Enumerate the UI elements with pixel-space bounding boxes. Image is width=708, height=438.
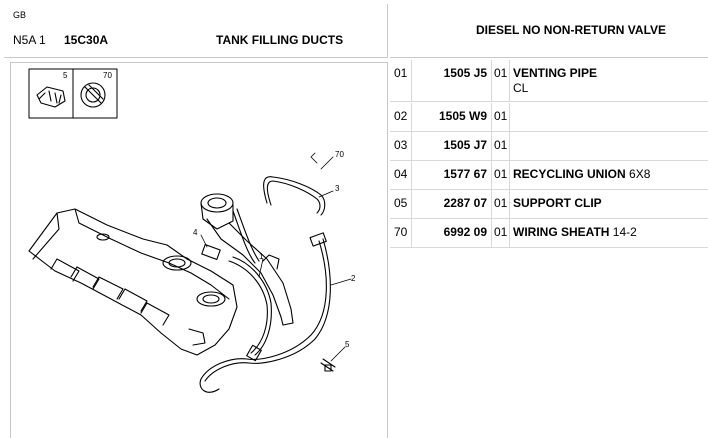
description-extra: 6X8 bbox=[629, 167, 651, 181]
row-index: 03 bbox=[390, 132, 412, 161]
part-description bbox=[510, 132, 708, 161]
part-quantity: 01 bbox=[492, 132, 510, 161]
left-header: GB N5A 1 15C30A TANK FILLING DUCTS bbox=[4, 4, 388, 58]
table-row[interactable]: 03 1505 J7 01 bbox=[390, 132, 708, 161]
right-header: DIESEL NO NON-RETURN VALVE bbox=[390, 4, 708, 58]
callout-4[interactable]: 4 bbox=[193, 228, 198, 237]
part-quantity: 01 bbox=[492, 190, 510, 219]
callout-1[interactable]: 1 bbox=[259, 252, 264, 261]
part-reference[interactable]: 2287 07 bbox=[412, 190, 492, 219]
description-main: WIRING SHEATH bbox=[513, 225, 610, 239]
callout-70[interactable]: 70 bbox=[335, 150, 344, 159]
part-reference[interactable]: 6992 09 bbox=[412, 219, 492, 248]
thumbnail-label: 5 bbox=[63, 71, 68, 80]
table-row[interactable]: 01 1505 J5 01 VENTING PIPE CL bbox=[390, 60, 708, 102]
venting-pipe-drawing bbox=[232, 176, 326, 264]
row-index: 05 bbox=[390, 190, 412, 219]
part-description: WIRING SHEATH 14-2 bbox=[510, 219, 708, 248]
part-description bbox=[510, 103, 708, 132]
description-main: SUPPORT CLIP bbox=[513, 196, 602, 210]
part-reference[interactable]: 1577 67 bbox=[412, 161, 492, 190]
variant-title: DIESEL NO NON-RETURN VALVE bbox=[476, 23, 667, 37]
thumbnail-label: 70 bbox=[103, 71, 112, 80]
part-description: VENTING PIPE CL bbox=[510, 60, 708, 102]
row-index: 01 bbox=[390, 60, 412, 102]
part-quantity: 01 bbox=[492, 219, 510, 248]
row-index: 02 bbox=[390, 103, 412, 132]
section-code: 15C30A bbox=[64, 33, 109, 47]
table-row[interactable]: 70 6992 09 01 WIRING SHEATH 14-2 bbox=[390, 219, 708, 248]
model-code: N5A 1 bbox=[13, 33, 46, 47]
table-row[interactable]: 02 1505 W9 01 bbox=[390, 103, 708, 132]
part-description: RECYCLING UNION 6X8 bbox=[510, 161, 708, 190]
part-reference[interactable]: 1505 J7 bbox=[412, 132, 492, 161]
clip-drawing bbox=[320, 358, 336, 372]
description-main: VENTING PIPE bbox=[513, 66, 598, 80]
language-code: GB bbox=[13, 10, 27, 20]
part-reference[interactable]: 1505 J5 bbox=[412, 60, 492, 102]
part-description: SUPPORT CLIP bbox=[510, 190, 708, 219]
description-main: RECYCLING UNION bbox=[513, 167, 626, 181]
thumbnail-clip[interactable]: 5 bbox=[28, 68, 74, 119]
fuel-tank-drawing bbox=[28, 208, 238, 356]
diagram-panel: 5 70 bbox=[10, 62, 388, 438]
pipe-1-drawing bbox=[201, 244, 272, 362]
row-index: 70 bbox=[390, 219, 412, 248]
table-row[interactable]: 04 1577 67 01 RECYCLING UNION 6X8 bbox=[390, 161, 708, 190]
table-row[interactable]: 05 2287 07 01 SUPPORT CLIP bbox=[390, 190, 708, 219]
callout-3[interactable]: 3 bbox=[335, 184, 340, 193]
description-extra: 14-2 bbox=[612, 225, 637, 239]
section-title: TANK FILLING DUCTS bbox=[216, 33, 344, 47]
description-line2: CL bbox=[513, 81, 529, 95]
part-quantity: 01 bbox=[492, 161, 510, 190]
part-quantity: 01 bbox=[492, 103, 510, 132]
part-quantity: 01 bbox=[492, 60, 510, 102]
callout-2[interactable]: 2 bbox=[351, 274, 356, 283]
row-index: 04 bbox=[390, 161, 412, 190]
exploded-diagram: 5 70 bbox=[28, 68, 356, 393]
part-reference[interactable]: 1505 W9 bbox=[412, 103, 492, 132]
callout-5[interactable]: 5 bbox=[345, 340, 350, 349]
thumbnail-sheath[interactable]: 70 bbox=[72, 68, 118, 119]
filler-neck-drawing bbox=[200, 193, 294, 326]
